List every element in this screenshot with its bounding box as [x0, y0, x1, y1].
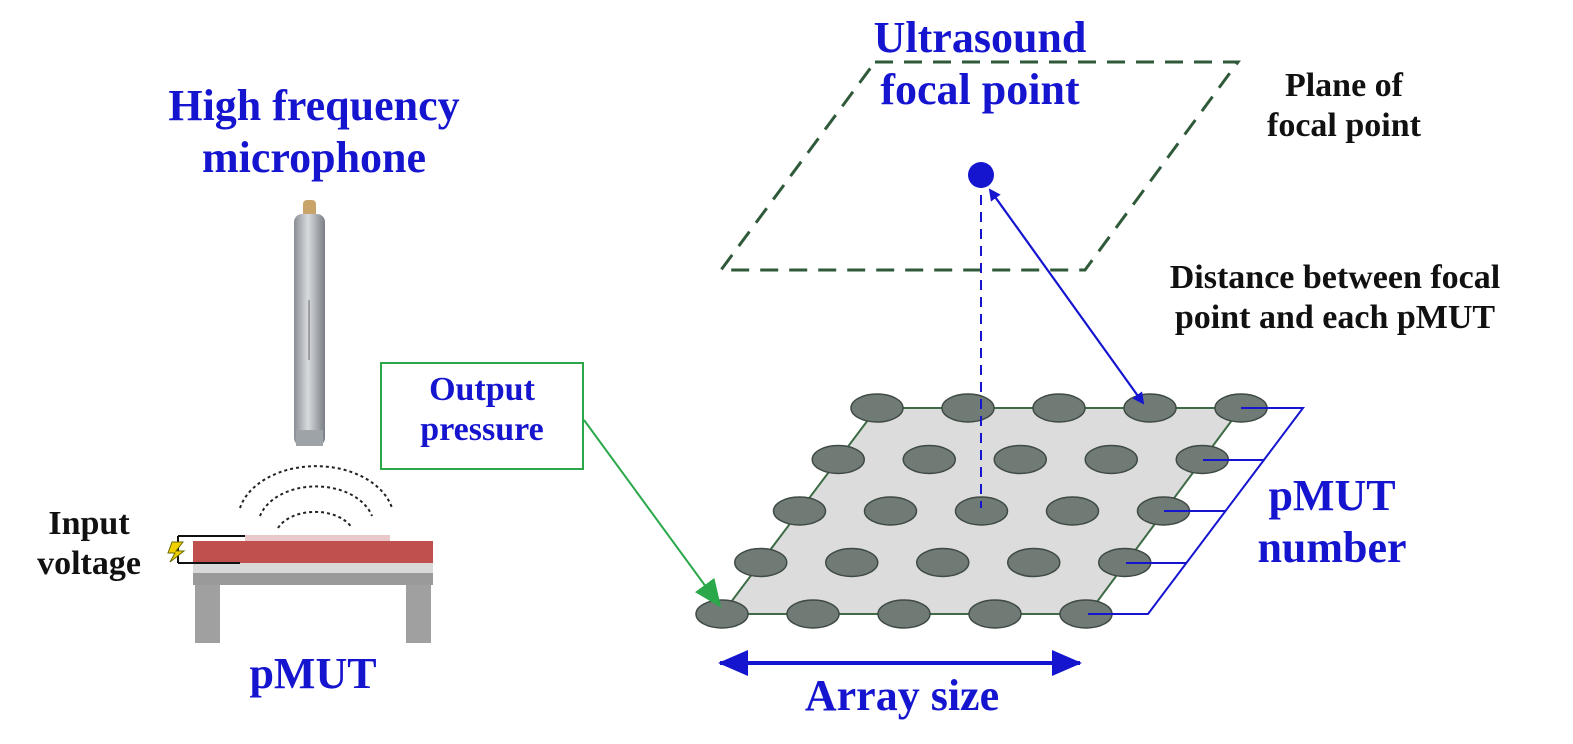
pmut-element: [993, 444, 1047, 475]
plane-of-focal-point-label: Plane of focal point: [1222, 66, 1466, 146]
distance-label: Distance between focal point and each pM…: [1110, 258, 1560, 338]
input-voltage-wires: [177, 535, 245, 564]
lightning-bolt-icon: [167, 541, 186, 563]
plane-line1: Plane of: [1284, 67, 1404, 104]
pmut-number-lines: [1088, 407, 1306, 615]
pmut-element: [1123, 393, 1177, 423]
pmut-element: [941, 393, 995, 423]
output-line2: pressure: [420, 411, 544, 449]
pmut-number-label: pMUT number: [1220, 470, 1444, 574]
pmut-element: [1084, 444, 1138, 475]
pmut-element: [1032, 393, 1086, 423]
pmut-element: [902, 444, 956, 475]
pmut-element: [811, 444, 865, 475]
focal-plane: [718, 60, 1241, 272]
microphone-icon: [294, 200, 325, 446]
pmut-element: [1007, 547, 1061, 578]
array-size-label: Array size: [804, 671, 1000, 720]
pmut-element: [877, 599, 931, 629]
distance-line1: Distance between focal: [1169, 259, 1501, 296]
input-line1: Input: [48, 505, 130, 542]
pmut-element: [772, 496, 827, 526]
pmut-element: [863, 496, 918, 526]
pmut-element: [695, 599, 749, 629]
pmut-element: [786, 599, 840, 629]
pmut-device-label: pMUT: [249, 649, 377, 698]
input-voltage-label: Input voltage: [8, 504, 170, 584]
plane-line2: focal point: [1267, 107, 1421, 145]
microphone-title-line2: microphone: [201, 132, 427, 182]
sound-wave-arcs: [239, 465, 393, 529]
pmut-element: [954, 496, 1009, 526]
pmut-device: [193, 535, 433, 643]
ultrasound-line2: focal point: [880, 64, 1080, 114]
pmut-element: [916, 547, 970, 578]
ultrasound-line1: Ultrasound: [873, 13, 1087, 62]
pmut-element: [968, 599, 1022, 629]
pmut-number-line2: number: [1257, 522, 1407, 572]
microphone-title: High frequency microphone: [118, 80, 510, 184]
pmut-element: [734, 547, 788, 578]
pmut-element: [1045, 496, 1100, 526]
pmut-element: [850, 393, 904, 423]
pmut-number-line1: pMUT: [1268, 471, 1396, 520]
output-pressure-box: [380, 362, 584, 470]
focal-point: [968, 162, 994, 188]
input-line2: voltage: [37, 545, 141, 583]
distance-arrow: [988, 188, 1145, 405]
output-line1: Output: [429, 371, 535, 408]
output-pressure-label: Output pressure: [380, 370, 584, 450]
microphone-title-line1: High frequency: [168, 81, 460, 130]
ultrasound-focal-point-label: Ultrasound focal point: [820, 12, 1140, 116]
output-pressure-arrow: [583, 419, 722, 608]
distance-line2: point and each pMUT: [1174, 299, 1496, 337]
pmut-element: [825, 547, 879, 578]
